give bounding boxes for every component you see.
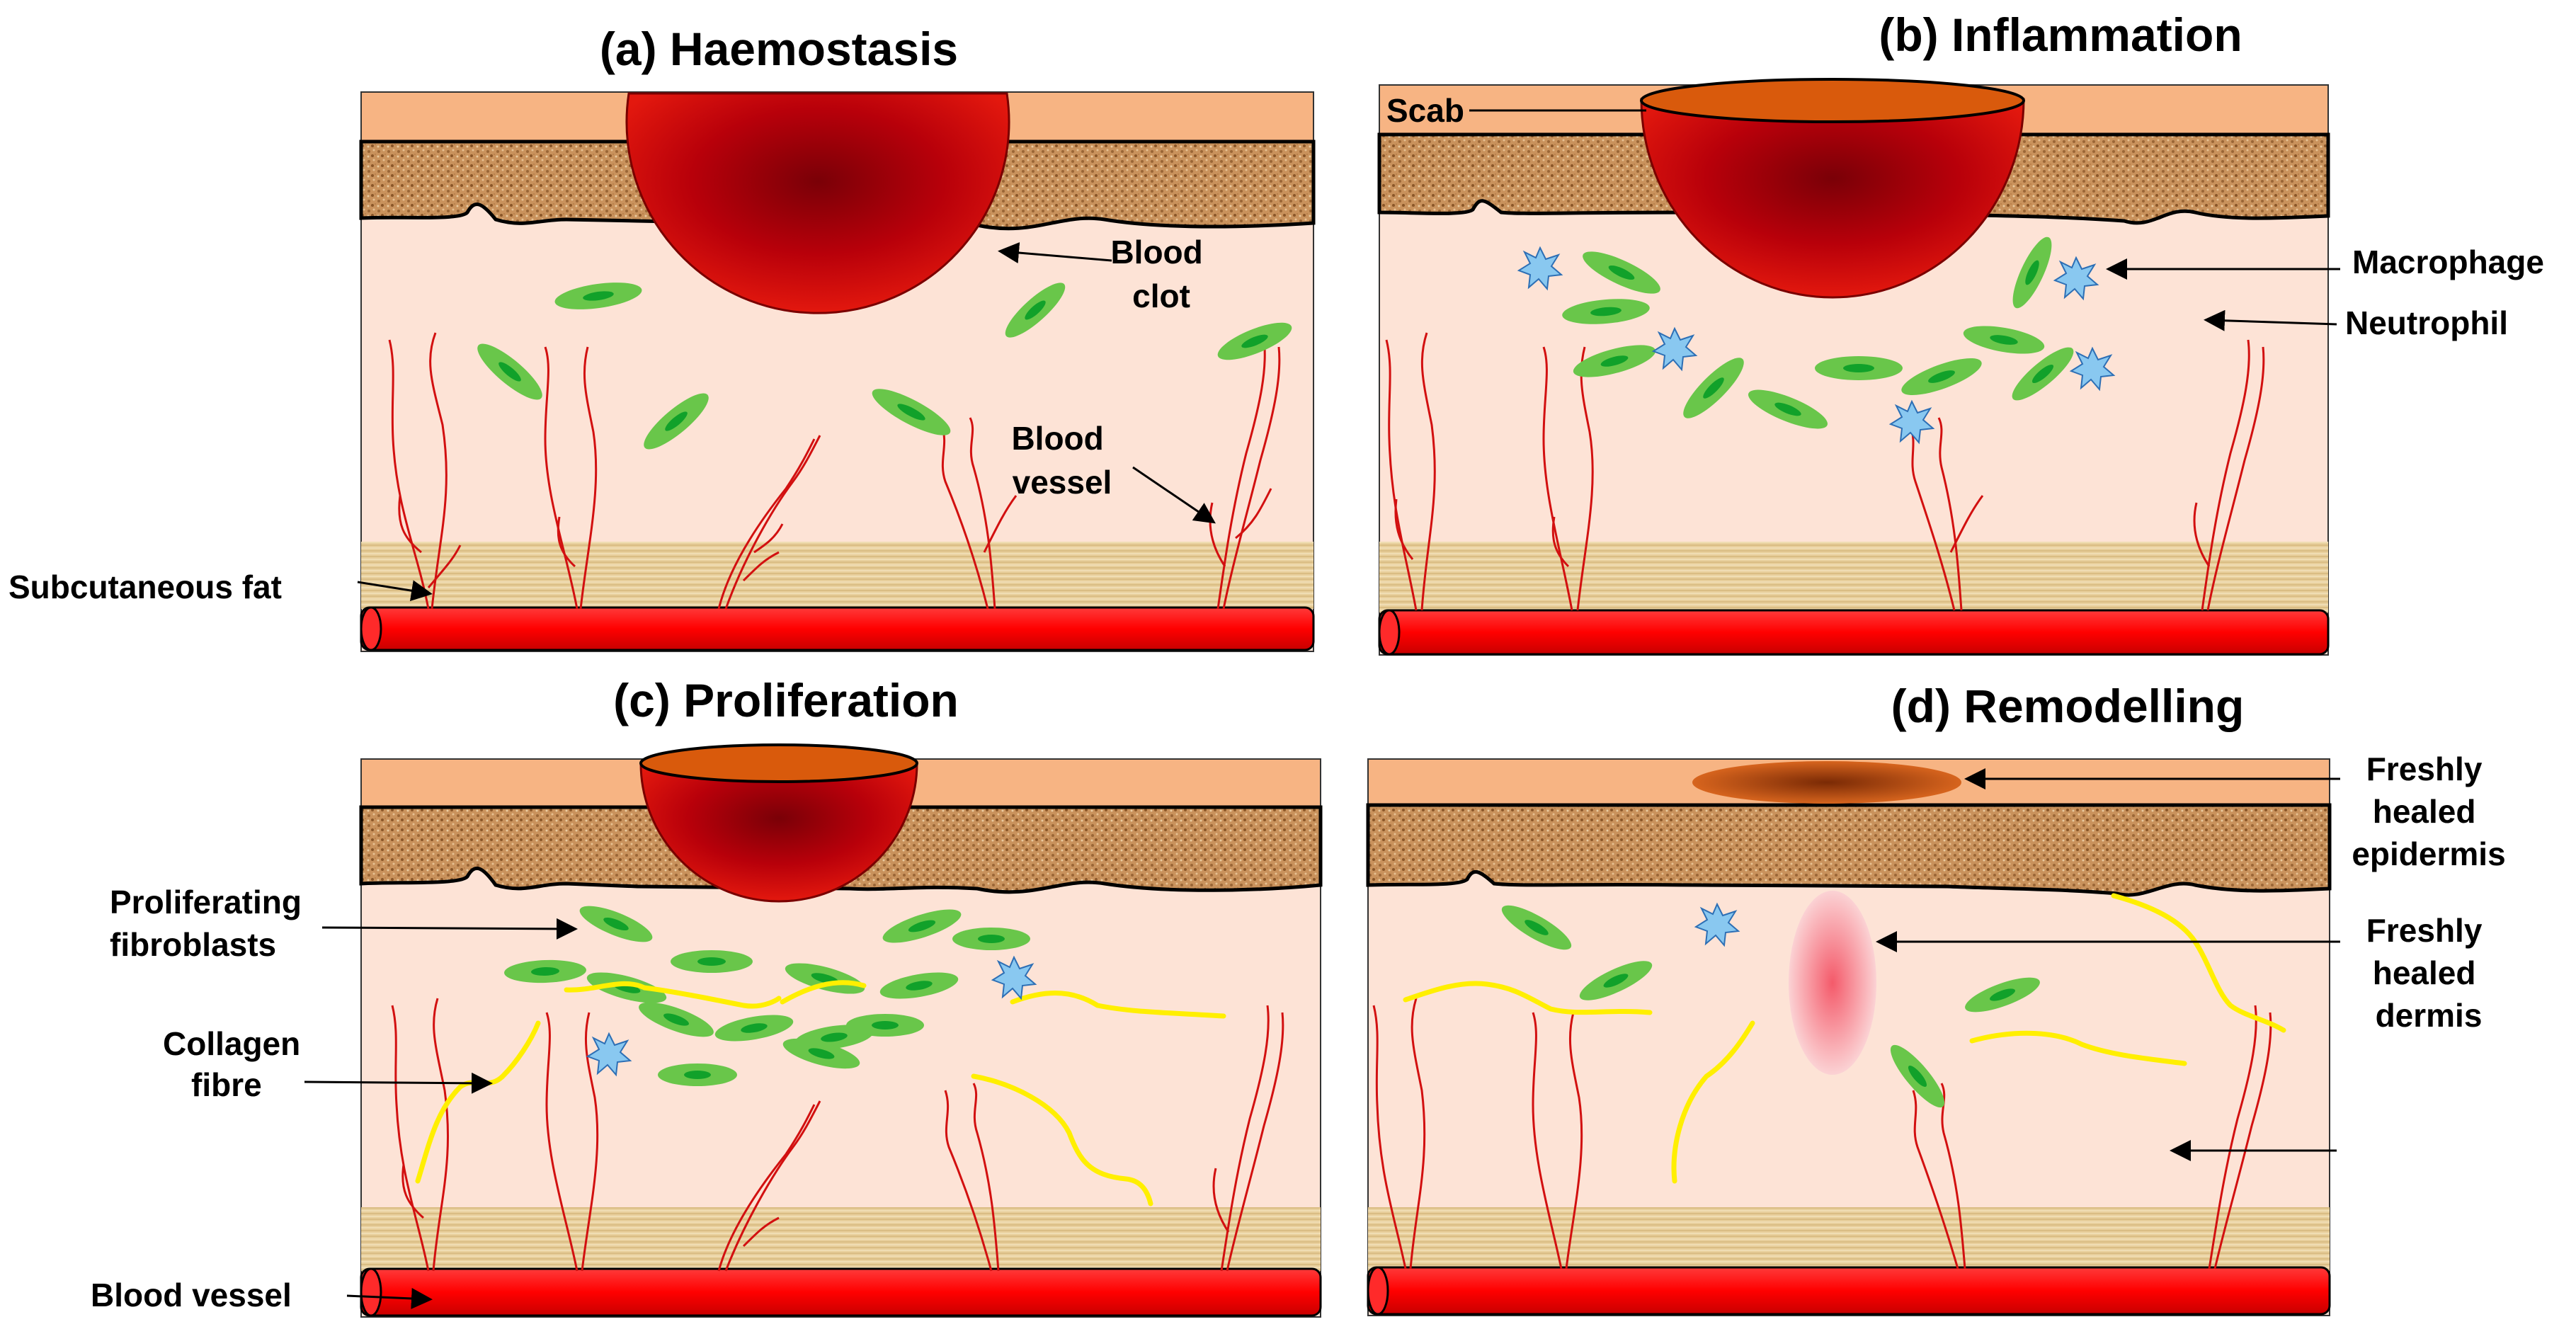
freshly-healed-dermis-label-line-3: dermis [2376, 997, 2483, 1034]
scab-icon [639, 743, 918, 783]
blood-vessel-end [1378, 609, 1401, 656]
blood-vessel-end [1367, 1266, 1389, 1316]
panel-a-title: (a) Haemostasis [600, 23, 958, 75]
healed-dermis-icon [1789, 891, 1876, 1075]
blood-vessel-label-line-1: Blood [1011, 420, 1103, 457]
panel-d-title: (d) Remodelling [1891, 680, 2245, 732]
scab-icon [1640, 78, 2025, 123]
freshly-healed-epidermis-label-line-2: healed [2373, 793, 2476, 830]
fibroblast-cells [504, 906, 1030, 1086]
macrophage-icon [2069, 346, 2116, 392]
panel-a: Blood clot Blood vessel Subcutaneous fat [8, 91, 1316, 652]
blood-vessel-label: Blood vessel [91, 1277, 292, 1313]
neutrophil-label: Neutrophil [2345, 304, 2508, 341]
subcutaneous-fat-pointer [357, 580, 433, 602]
panel-c-title: (c) Proliferation [613, 674, 959, 726]
capillary-group [1385, 332, 2265, 611]
capillary-group [391, 998, 1284, 1272]
proliferating-fibroblasts-pointer [321, 918, 578, 940]
collagen-fibre [1010, 991, 1226, 1019]
subcutaneous-fat-layer [361, 1207, 1321, 1271]
subcutaneous-fat-label: Subcutaneous fat [8, 569, 282, 605]
proliferating-fibroblasts-label-line-2: fibroblasts [110, 926, 276, 963]
collagen-fibre [780, 980, 867, 1005]
panel-d: Freshly healed epidermis Freshly healed … [1366, 751, 2506, 1316]
blood-clot-label-line-2: clot [1132, 278, 1190, 314]
collagen-fibre [971, 1073, 1153, 1207]
macrophage-icon [1651, 326, 1698, 372]
proliferating-fibroblasts-label: Proliferating fibroblasts [110, 884, 311, 963]
collagen-fibre [1403, 981, 1653, 1015]
collagen-fibre [564, 981, 782, 1009]
proliferating-fibroblasts-label-line-1: Proliferating [110, 884, 302, 920]
panel-c: Proliferating fibroblasts Collagen fibre… [91, 743, 1323, 1318]
platelet-cells [477, 283, 1292, 450]
collagen-fibre-label-line-2: fibre [191, 1066, 262, 1103]
macrophage-cells [1517, 246, 2116, 445]
subcutaneous-fat-layer [1379, 542, 2328, 612]
neutrophil-pointer [2204, 309, 2337, 331]
collagen-fibres [1403, 893, 2286, 1184]
freshly-healed-dermis-label-line-1: Freshly [2366, 912, 2483, 949]
macrophage-cells [586, 955, 1037, 1077]
collagen-fibre-label: Collagen fibre [163, 1025, 309, 1103]
blood-vessel-pointer [1132, 466, 1216, 524]
collagen-fibre [1671, 1020, 1755, 1184]
blood-clot-pointer [998, 242, 1112, 263]
collagen-fibre-label-line-1: Collagen [163, 1025, 300, 1062]
blood-vessel [1378, 609, 2330, 656]
freshly-healed-epidermis-label: Freshly healed epidermis [2352, 751, 2505, 872]
blood-clot-icon [625, 92, 1010, 314]
macrophage-cells [1694, 902, 1740, 947]
macrophage-icon [2053, 256, 2099, 301]
blood-vessel [360, 606, 1315, 651]
healed-epidermis-icon [1692, 761, 1961, 804]
blood-vessel-label-line-2: vessel [1013, 464, 1112, 501]
subcutaneous-fat-layer [361, 542, 1313, 609]
blood-vessel-label: Blood vessel [1011, 420, 1112, 501]
neutrophil-cells [1562, 236, 2074, 429]
blood-clot-label: Blood clot [1110, 234, 1212, 314]
fibroblast-cells [1501, 905, 2040, 1108]
freshly-healed-dermis-label-line-2: healed [2373, 954, 2476, 991]
collagen-fibre [2111, 893, 2286, 1033]
macrophage-label: Macrophage [2352, 244, 2544, 280]
collagen-fibre [1969, 1030, 2187, 1066]
freshly-healed-dermis-label: Freshly healed dermis [2366, 912, 2491, 1034]
macrophage-icon [1888, 399, 1935, 445]
macrophage-icon [991, 955, 1037, 1000]
freshly-healed-epidermis-label-line-3: epidermis [2352, 835, 2505, 872]
capillary-group [388, 332, 1281, 610]
dermis-texture-layer [1366, 803, 2332, 897]
macrophage-icon [1694, 902, 1740, 947]
subcutaneous-fat-layer [1368, 1207, 2330, 1271]
macrophage-icon [1517, 246, 1563, 291]
blood-vessel-pointer [346, 1287, 433, 1309]
blood-vessel [1367, 1266, 2331, 1316]
blood-vessel [360, 1267, 1322, 1317]
blood-clot-icon [1640, 98, 2025, 299]
panel-b: Scab Macrophage Neutrophil [1377, 78, 2544, 656]
blood-clot-icon [639, 762, 918, 903]
blood-clot-label-line-1: Blood [1110, 234, 1202, 270]
macrophage-icon [586, 1032, 632, 1077]
collagen-fibre-pointer [304, 1072, 493, 1094]
blood-vessel-end [360, 1267, 382, 1317]
panel-b-title: (b) Inflammation [1879, 8, 2242, 61]
scab-label: Scab [1386, 92, 1464, 129]
freshly-healed-epidermis-label-line-1: Freshly [2366, 751, 2483, 787]
blood-vessel-end [360, 606, 382, 651]
